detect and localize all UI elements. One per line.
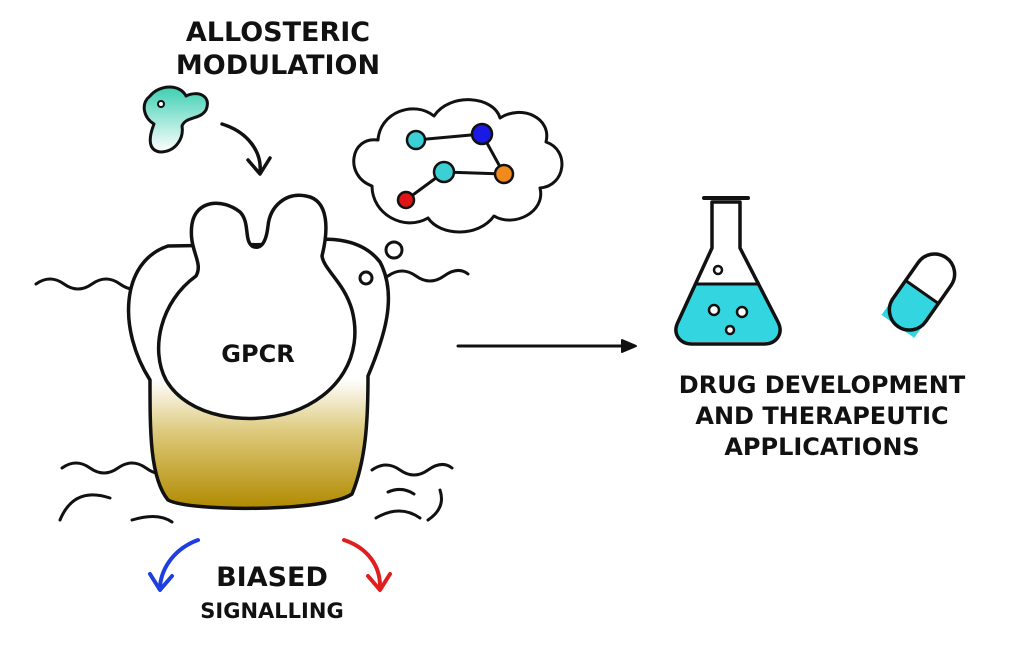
capsule-outline	[887, 252, 957, 332]
flask-bubble-1	[712, 264, 724, 276]
capsule-icon	[881, 252, 957, 338]
cytoplasm-curve-2	[130, 515, 174, 524]
receptor-small-circle	[358, 270, 374, 286]
membrane-lines	[34, 269, 470, 524]
arrow-right-head	[621, 339, 637, 353]
flask-bubble-2	[707, 303, 721, 317]
biased-arrowhead-blue	[148, 572, 174, 592]
drug-label-line3: APPLICATIONS	[724, 433, 919, 461]
modulator-arrow-icon	[220, 122, 262, 174]
allosteric-label-line1: ALLOSTERIC	[186, 17, 370, 48]
membrane-bottom-left	[60, 461, 166, 475]
flask-bubble-3	[735, 305, 749, 319]
flask-bubble-4	[724, 324, 736, 336]
thought-dot-large	[384, 240, 404, 260]
membrane-top-right	[386, 269, 470, 283]
biased-label-line1: BIASED	[216, 562, 328, 593]
modulator-arrowhead	[246, 156, 272, 176]
molecule-icon	[396, 122, 515, 210]
flask-icon	[674, 196, 782, 346]
membrane-bottom-right	[370, 463, 454, 477]
capsule-divider	[904, 279, 940, 305]
biased-label-line2: SIGNALLING	[200, 599, 343, 623]
cytoplasm-curve-5	[386, 487, 416, 496]
drug-label-line1: DRUG DEVELOPMENT	[679, 371, 966, 399]
drug-label-line2: AND THERAPEUTIC	[695, 402, 948, 430]
gpcr-label: GPCR	[221, 340, 294, 368]
biased-arrow-red-icon	[342, 538, 382, 588]
modulator-blob-dot	[157, 100, 165, 108]
atom-cyan-1	[405, 129, 427, 151]
cytoplasm-curve-4	[426, 488, 443, 522]
thought-bubble-icon	[352, 98, 564, 234]
atom-cyan-2	[432, 160, 456, 184]
allosteric-label-line2: MODULATION	[176, 50, 380, 81]
biased-arrow-blue-icon	[158, 538, 200, 588]
biased-arrowhead-red	[366, 572, 392, 592]
cytoplasm-curve-3	[374, 509, 422, 520]
membrane-top-left	[34, 277, 146, 291]
cytoplasm-curve-1	[58, 493, 112, 522]
atom-blue	[470, 122, 494, 146]
modulator-blob-icon	[142, 85, 209, 154]
flask-outline	[674, 200, 782, 346]
flask-liquid	[675, 284, 781, 342]
capsule-bottom-cap	[889, 280, 939, 331]
gpcr-binding-pocket	[156, 193, 357, 421]
atom-red	[396, 190, 416, 210]
atom-orange	[493, 163, 515, 185]
